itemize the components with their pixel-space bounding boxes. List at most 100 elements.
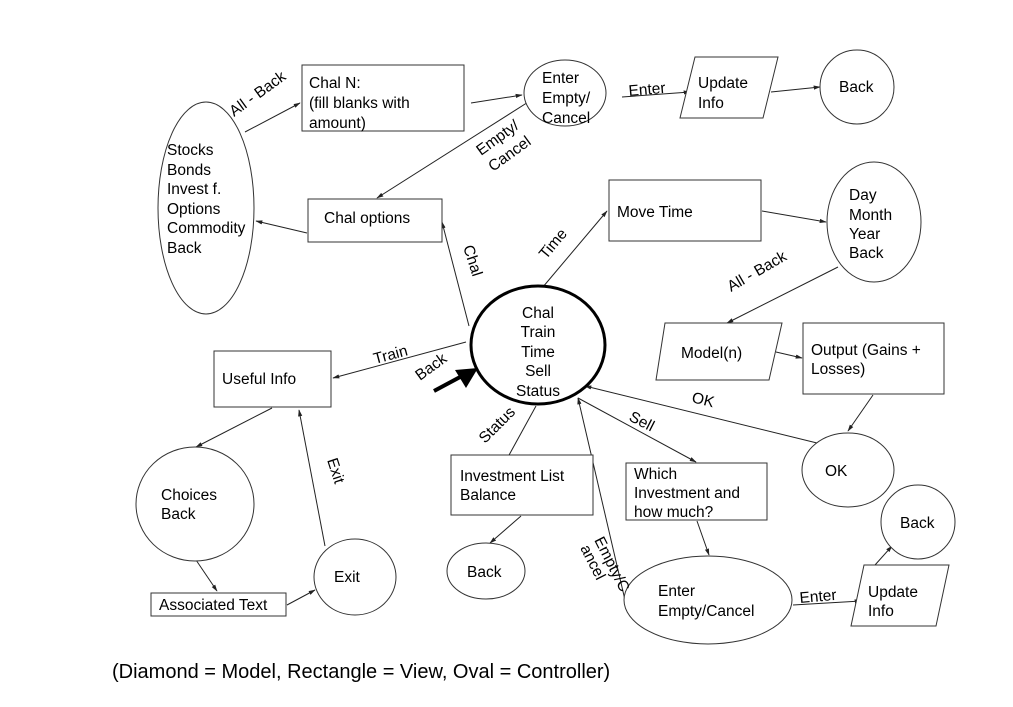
edge-label-enter-bottom: Enter [799, 587, 837, 607]
node-update-info-bottom: Update Info [850, 564, 950, 627]
node-chal-n-line: amount) [309, 115, 366, 132]
node-move-time: Move Time [608, 179, 762, 242]
edge-investment-list-to-back [489, 515, 522, 544]
node-line: Bonds [167, 162, 211, 179]
edge-enter-bottom-to-main [577, 397, 626, 601]
node-line: Back [849, 245, 884, 262]
edge-label-all-back-right: All - Back [725, 248, 790, 296]
node-line: Which [634, 466, 677, 483]
node-ok: OK [801, 432, 895, 508]
node-which-investment: Which Investment and how much? [625, 462, 768, 521]
entry-arrow [433, 374, 463, 393]
edge-label-status: Status [476, 404, 519, 447]
node-chal-options: Chal options [307, 198, 443, 243]
node-line: OK [825, 463, 848, 480]
node-line: Empty/Cancel [658, 603, 754, 620]
node-line: Choices [161, 487, 217, 504]
edge-update-info-to-back-top [770, 85, 821, 93]
node-line: Time [521, 344, 555, 361]
node-line: Balance [460, 487, 516, 504]
edge-label-ok: OK [690, 389, 716, 411]
node-line: Commodity [167, 220, 246, 237]
entry-arrow-head [455, 368, 478, 388]
node-line: Empty/ [542, 90, 591, 107]
node-line: Enter [658, 583, 695, 600]
node-main-menu: Chal Train Time Sell Status [469, 284, 607, 406]
node-exit: Exit [313, 538, 397, 616]
legend-caption: (Diamond = Model, Rectangle = View, Oval… [112, 661, 611, 683]
edge-main-to-move-time [536, 210, 608, 295]
node-asset-menu: Stocks Bonds Invest f. Options Commodity… [157, 101, 255, 315]
node-line: Back [839, 79, 874, 96]
node-enter-empty-cancel-bottom: Enter Empty/Cancel [623, 555, 793, 645]
node-associated-text: Associated Text [150, 592, 287, 617]
node-line: Update [698, 75, 748, 92]
edge-chal-options-to-asset-menu [255, 220, 308, 234]
node-line: Cancel [542, 110, 590, 127]
edge-move-time-to-time-menu [761, 210, 827, 224]
node-update-info-top: Update Info [679, 56, 779, 119]
edges [195, 85, 893, 606]
edge-useful-info-to-choices [195, 407, 273, 448]
edge-main-to-useful-info [332, 341, 467, 379]
edge-label-all-back-top: All - Back [226, 68, 289, 120]
edge-asset-menu-to-chal-n [244, 102, 301, 133]
node-time-menu: Day Month Year Back [826, 161, 922, 283]
edge-label-train: Train [372, 342, 410, 367]
edge-choices-to-associated-text [195, 559, 218, 592]
node-line: Info [698, 95, 724, 112]
node-line: Update [868, 584, 918, 601]
node-line: Losses) [811, 361, 865, 378]
edge-chal-n-to-enter-top [470, 93, 523, 104]
node-line: Options [167, 201, 221, 218]
node-line: Output (Gains + [811, 342, 921, 359]
node-line: Year [849, 226, 880, 243]
node-chal-n: Chal N: (fill blanks with amount) [301, 64, 465, 132]
node-line: Exit [334, 569, 361, 586]
edge-label-sell: Sell [626, 408, 657, 435]
edge-label-chal: Chal [459, 243, 485, 279]
edge-update-info-to-back-right [874, 545, 893, 566]
node-line: Associated Text [159, 597, 268, 614]
node-line: Sell [525, 363, 551, 380]
node-line: Info [868, 603, 894, 620]
node-line: Back [167, 240, 202, 257]
node-back-status: Back [446, 542, 526, 600]
node-investment-list: Investment List Balance [450, 454, 594, 516]
node-line: Month [849, 207, 892, 224]
edge-exit-to-useful-info [298, 409, 326, 547]
edge-main-to-chal-options [441, 221, 470, 327]
node-choices-back: Choices Back [135, 446, 255, 562]
node-line: how much? [634, 504, 714, 521]
node-line: Investment List [460, 468, 565, 485]
edge-label-exit: Exit [323, 456, 347, 486]
node-line: Train [521, 324, 556, 341]
node-line: Stocks [167, 142, 214, 159]
edge-ok-to-main [584, 385, 818, 444]
node-chal-n-line: Chal N: [309, 75, 361, 92]
node-line: Investment and [634, 485, 740, 502]
node-line: Day [849, 187, 877, 204]
edge-associated-text-to-exit [286, 589, 316, 606]
edge-main-to-which-investment [577, 397, 697, 463]
edge-label-time: Time [536, 226, 571, 263]
edge-which-investment-to-enter-bottom [696, 520, 710, 556]
node-chal-n-line: (fill blanks with [309, 95, 410, 112]
node-line: Invest f. [167, 181, 221, 198]
node-output: Output (Gains + Losses) [802, 322, 945, 395]
node-model-n: Model(n) [655, 322, 783, 381]
node-back-right: Back [880, 484, 956, 560]
node-line: Status [516, 383, 560, 400]
edge-output-to-ok [847, 394, 874, 432]
edge-enter-top-to-chal-options [376, 98, 534, 199]
node-line: Chal [522, 305, 554, 322]
edge-enter-top-to-update-info [621, 90, 691, 98]
node-line: Chal options [324, 210, 410, 227]
node-line: Move Time [617, 204, 693, 221]
node-line: Back [467, 564, 502, 581]
node-line: Model(n) [681, 345, 742, 362]
node-line: Useful Info [222, 371, 296, 388]
node-line: Back [161, 506, 196, 523]
edge-enter-bottom-to-update-info [792, 599, 862, 606]
